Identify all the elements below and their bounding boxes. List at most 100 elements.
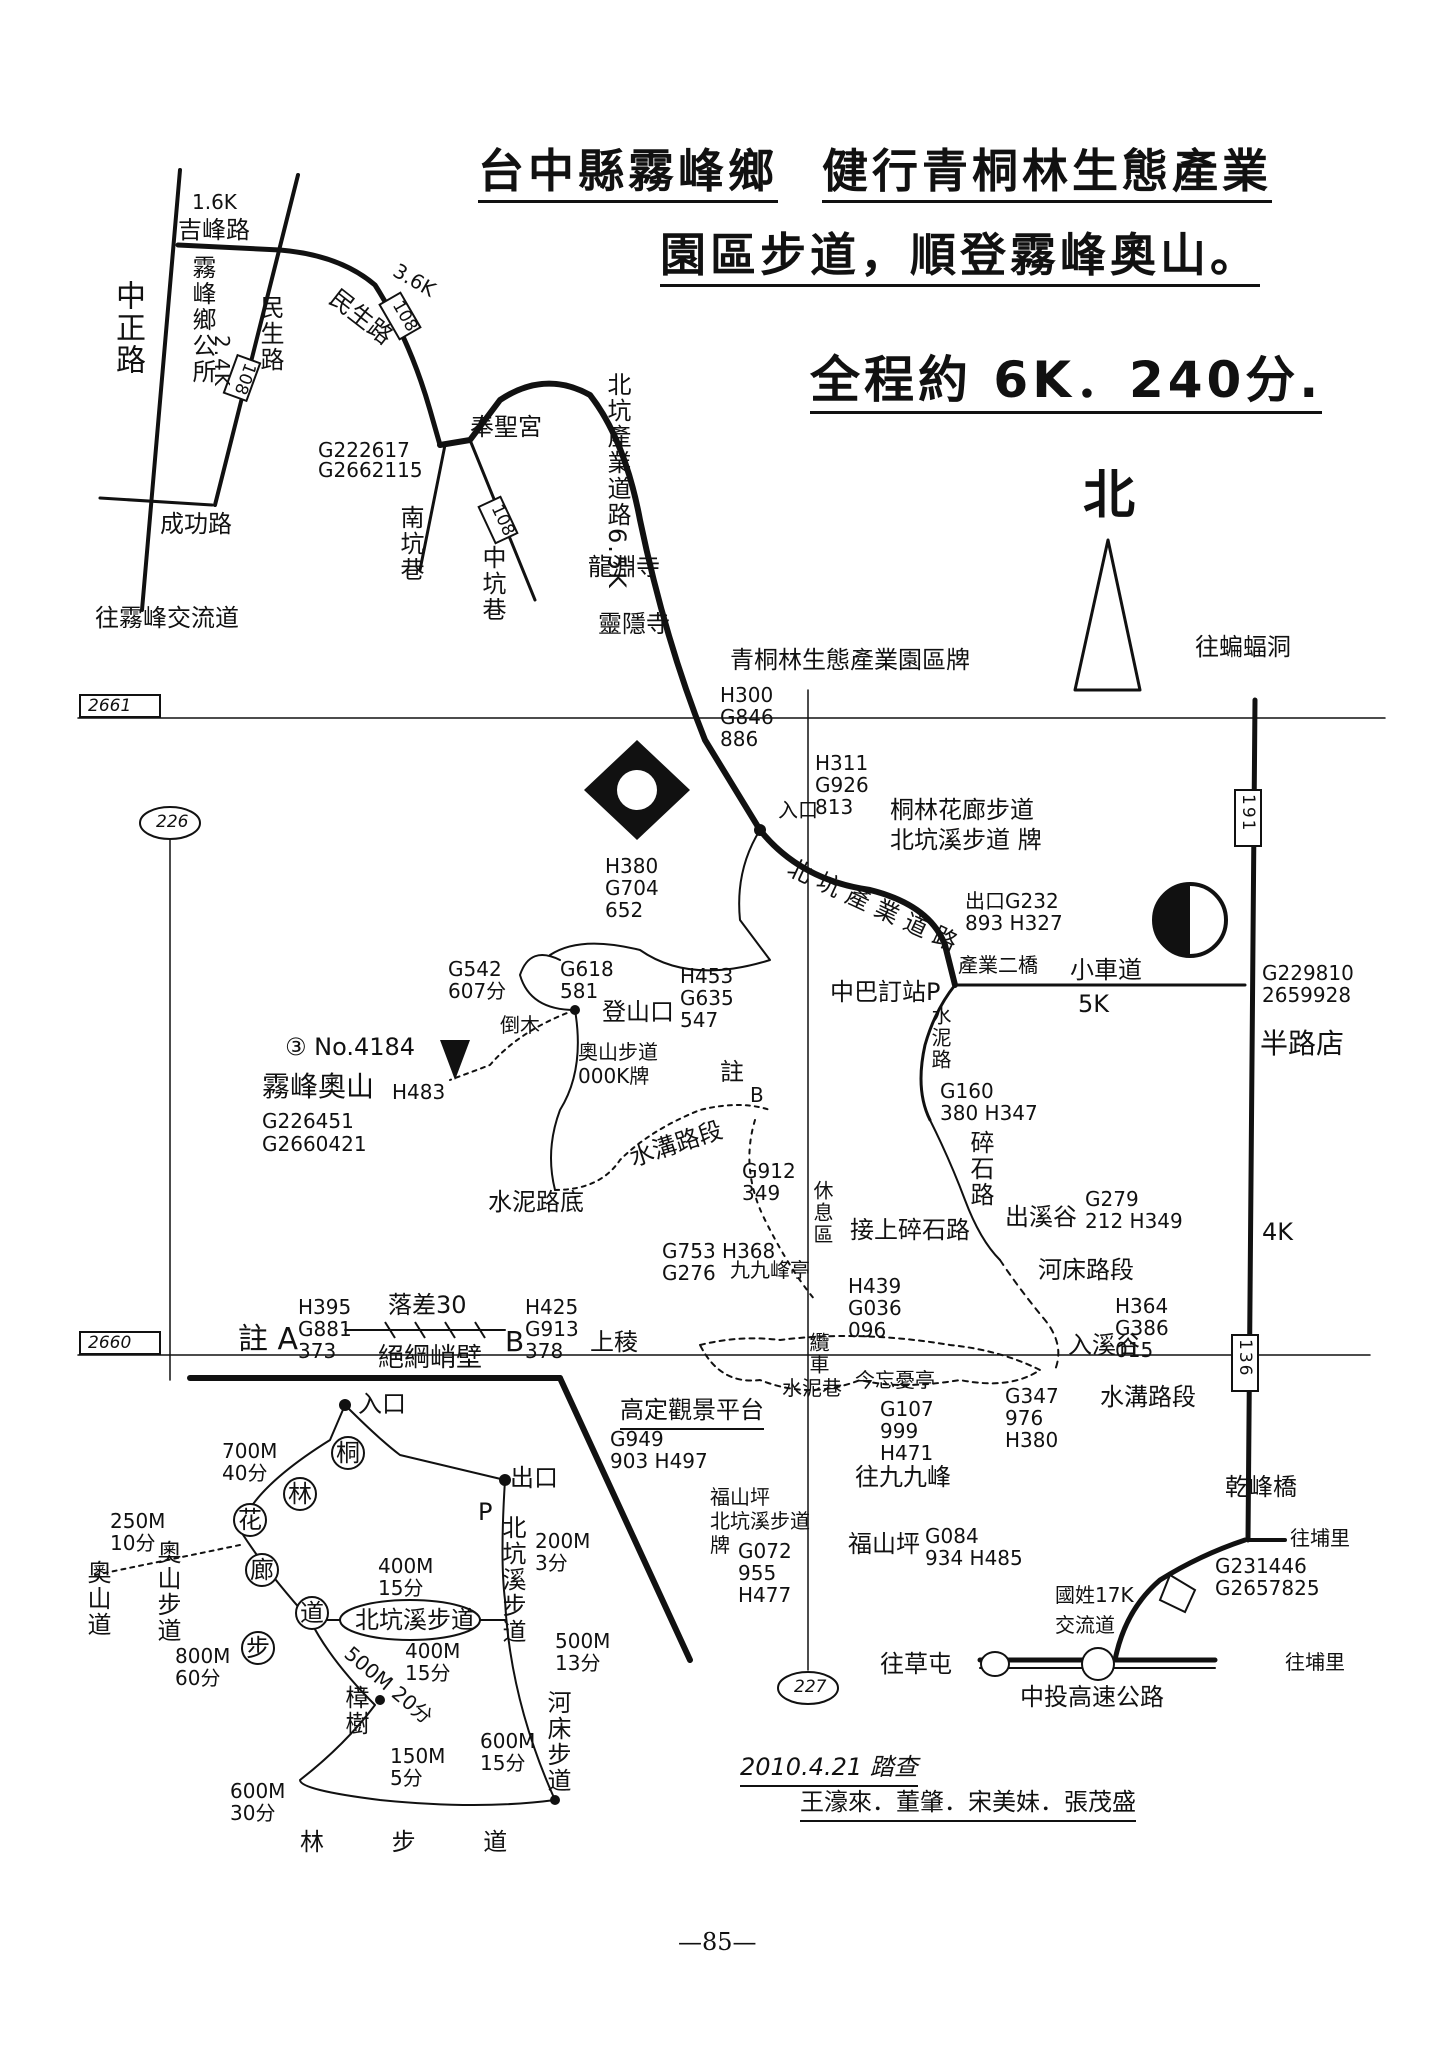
trail-summit [449,1009,576,1081]
grid-box-2661 [79,694,161,718]
label-to-pianfu: 往蝙蝠洞 [1195,633,1291,661]
label-jiujiu: 九九峰亭 [730,1258,810,1282]
label-beikeng-road: 北坑產業道路6.5K [603,372,631,590]
inset-aoshan: 奧山步道 [153,1540,181,1644]
inset-frame-diagonal [557,1375,693,1663]
inset-center-box [339,1599,481,1641]
inset-zhangshu: 樟樹 [341,1685,369,1737]
road-jifeng [175,242,443,448]
inset-seg4: 400M 15分 [378,1554,434,1600]
label-to-jiujiu: 往九九峰 [855,1463,951,1491]
inset-loop-char-3: 廊 [250,1556,274,1584]
label-riverbed: 河床路段 [1038,1256,1134,1284]
route-label-136: 136 [1235,1339,1255,1378]
inset-seg3: 800M 60分 [175,1644,231,1690]
label-note-top: 註 [720,1058,744,1086]
road-industrial [757,827,958,988]
coord-c12: G753 H368 G276 [662,1239,776,1285]
label-xiaoche: 小車道 [1070,956,1142,984]
cliff-mark [384,1321,396,1339]
page-number: —85— [678,1928,757,1956]
inset-aoshan-side: 奧山道 [83,1560,111,1638]
inset-entrance-node [339,1399,351,1411]
route-label-191: 191 [1238,794,1258,833]
grid-box-2660 [79,1331,161,1355]
road-chenggong [98,496,214,507]
label-start-gravel: 接上碎石路 [850,1216,970,1244]
label-interchange: 交流道 [1055,1613,1115,1637]
inset-loop-char-5: 道 [300,1599,324,1627]
coord-c21: G072 955 H477 [738,1539,792,1607]
label-ditch: 水溝路段 [1100,1383,1196,1411]
label-to-interchange: 往霧峰交流道 [95,604,239,632]
inset-bottom: 林 步 道 [300,1828,538,1856]
label-ruxi: 入溪谷 [1068,1331,1140,1359]
label-note-b: B [505,1325,525,1358]
road-zhongzheng [140,168,182,612]
coord-c11: G279 212 H349 [1085,1187,1183,1233]
label-summit-no: ③ No.4184 [285,1033,416,1061]
label-gravel-road: 碎石路 [966,1130,994,1208]
cliff-mark [414,1321,426,1339]
inset-loop-char-bg-3 [245,1553,279,1587]
inset-loop-char-4: 步 [246,1634,270,1662]
grid-label-2661: 2661 [88,696,132,716]
trail-gravel-road [929,1119,1001,1261]
inset-riverbed-v: 河床步道 [543,1690,571,1794]
inset-entrance: 入口 [358,1390,406,1418]
junction-node [570,1005,580,1015]
coord-c13: H439 G036 096 [848,1274,902,1342]
label-jifeng-dist: 1.6K [192,190,237,214]
inset-loop-char-bg-0 [331,1436,365,1470]
label-tonglin-sign: 桐林花廊步道 北坑溪步道 牌 [890,796,1042,854]
inset-loop-char-bg-2 [233,1503,267,1537]
label-park-sign: 青桐林生態產業園區牌 [730,646,970,674]
inset-loop-char-bg-1 [283,1477,317,1511]
route-badge-136 [1231,1334,1259,1392]
inset-exit: 出口 [510,1464,558,1492]
label-chenggong: 成功路 [160,510,232,538]
title-line2: 園區步道，順登霧峰奧山。 [660,232,1260,287]
credits-names: 王濠來．董肇．宋美妹．張茂盛 [800,1790,1136,1822]
label-banlu: 半路店 [1260,1027,1345,1060]
grid-label-227: 227 [794,1677,827,1697]
label-bus-stop: 中巴訂站P [830,978,941,1006]
triangle-summit-icon [440,1040,470,1080]
inset-loop-char-bg-4 [241,1631,275,1665]
label-drop: 落差30 [388,1291,467,1319]
inset-seg10: 600M 15分 [480,1729,536,1775]
label-cement-road: 水泥路 [928,1005,952,1071]
north-label: 北 [1083,466,1136,526]
route-badge-191 [1234,789,1262,847]
label-cliff: 絕綱峭壁 [378,1343,483,1373]
inset-seg2: 250M 10分 [110,1509,166,1555]
inset-loop-char-bg-5 [295,1596,329,1630]
label-fushan-sign: 福山坪 北坑溪步道 牌 [710,1485,810,1557]
route-badge-108c [477,495,519,545]
label-freeway: 中投高速公路 [1020,1683,1164,1711]
trail-ditch [554,1104,771,1191]
label-ting: 今忘憂亭 [855,1368,935,1392]
trailhead-symbol-icon [584,740,690,840]
trail-fallen-tree [519,954,576,1011]
label-zhongzheng: 中正路 [110,280,145,376]
highway-shield [1158,1573,1197,1614]
inset-seg6: 200M 3分 [535,1529,591,1575]
inset-seg1: 700M 40分 [222,1439,278,1485]
inset-loop-char-2: 花 [238,1506,262,1534]
coord-c23: G231446 G2657825 [1215,1554,1320,1600]
inset-beikeng-v: 北坑溪步道 [498,1515,526,1645]
road-nankeng [418,443,447,572]
coord-c4: H380 G704 652 [605,854,659,922]
label-4k: 4K [1262,1218,1294,1246]
coord-c9: G160 380 H347 [940,1079,1038,1125]
coord-c19: G347 976 H380 [1005,1384,1059,1452]
trail-aoshan [550,1009,579,1191]
coord-c7: G618 581 [560,957,614,1003]
road-beikeng [437,380,763,833]
label-nankeng: 南坑巷 [396,505,424,583]
trail-river-section [999,1259,1060,1371]
label-to-puli2: 往埔里 [1285,1650,1345,1674]
cliff-mark [474,1321,486,1339]
label-summit-g: G226451 G2660421 [262,1109,367,1156]
